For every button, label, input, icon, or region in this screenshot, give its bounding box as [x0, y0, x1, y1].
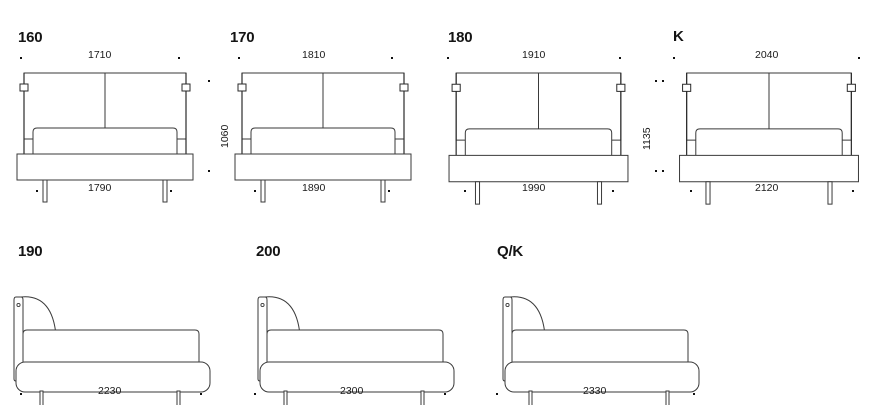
dimension-marker-dot [612, 190, 614, 192]
dimension-height: 1060 [219, 124, 231, 148]
dimension-marker-dot [852, 190, 854, 192]
panel-title: 170 [230, 29, 255, 46]
bed-side-view-panel: 190 2230 [0, 230, 240, 405]
dimension-marker-dot [619, 57, 621, 59]
dimension-length: 2230 [98, 385, 122, 397]
dimension-marker-dot [388, 190, 390, 192]
bed-front-drawing [670, 72, 868, 194]
dimension-marker-dot [693, 393, 695, 395]
dimension-marker-dot [238, 57, 240, 59]
dimension-length: 2300 [340, 385, 364, 397]
bed-side-drawing [252, 280, 470, 405]
dimension-marker-dot [662, 170, 664, 172]
dimension-marker-dot [673, 57, 675, 59]
bed-front-drawing [233, 72, 413, 192]
panel-title: Q/K [497, 243, 524, 260]
dimension-marker-dot [655, 170, 657, 172]
dimension-width-bottom: 2120 [755, 182, 779, 194]
dimension-marker-dot [391, 57, 393, 59]
dimension-marker-dot [690, 190, 692, 192]
dimension-marker-dot [200, 393, 202, 395]
bed-front-drawing [445, 72, 632, 194]
panel-title: K [673, 28, 684, 45]
dimension-marker-dot [496, 393, 498, 395]
dimension-marker-dot [447, 57, 449, 59]
panel-title: 190 [18, 243, 43, 260]
dimension-marker-dot [208, 80, 210, 82]
bed-front-view-panel: 170 1060 1810 1890 [215, 0, 430, 215]
bed-side-drawing [494, 280, 718, 405]
dimension-marker-dot [178, 57, 180, 59]
dimension-width-bottom: 1790 [88, 182, 112, 194]
bed-front-view-panel: K 1135 2040 2120 [641, 0, 879, 215]
panel-title: 160 [18, 29, 43, 46]
dimension-marker-dot [36, 190, 38, 192]
dimension-marker-dot [464, 190, 466, 192]
dimension-marker-dot [444, 393, 446, 395]
bed-front-view-panel: 180 1910 1990 [430, 0, 657, 215]
panel-title: 180 [448, 29, 473, 46]
dimension-width-top: 1710 [88, 49, 112, 61]
bed-side-view-panel: Q/K 2330 [480, 230, 740, 405]
dimension-marker-dot [20, 57, 22, 59]
dimension-width-top: 1910 [522, 49, 546, 61]
dimension-marker-dot [170, 190, 172, 192]
dimension-marker-dot [208, 170, 210, 172]
dimension-width-bottom: 1890 [302, 182, 326, 194]
dimension-marker-dot [662, 80, 664, 82]
panel-title: 200 [256, 243, 281, 260]
dimension-height: 1135 [641, 127, 653, 150]
dimension-width-top: 2040 [755, 49, 779, 61]
dimension-width-bottom: 1990 [522, 182, 546, 194]
bed-side-view-panel: 200 2300 [240, 230, 490, 405]
bed-side-drawing [12, 280, 222, 405]
dimension-marker-dot [254, 393, 256, 395]
dimension-marker-dot [655, 80, 657, 82]
dimension-marker-dot [858, 57, 860, 59]
bed-front-drawing [15, 72, 195, 192]
bed-front-view-panel: 160 1710 1790 [0, 0, 215, 215]
dimension-width-top: 1810 [302, 49, 326, 61]
dimension-marker-dot [20, 393, 22, 395]
dimension-marker-dot [254, 190, 256, 192]
dimension-length: 2330 [583, 385, 607, 397]
